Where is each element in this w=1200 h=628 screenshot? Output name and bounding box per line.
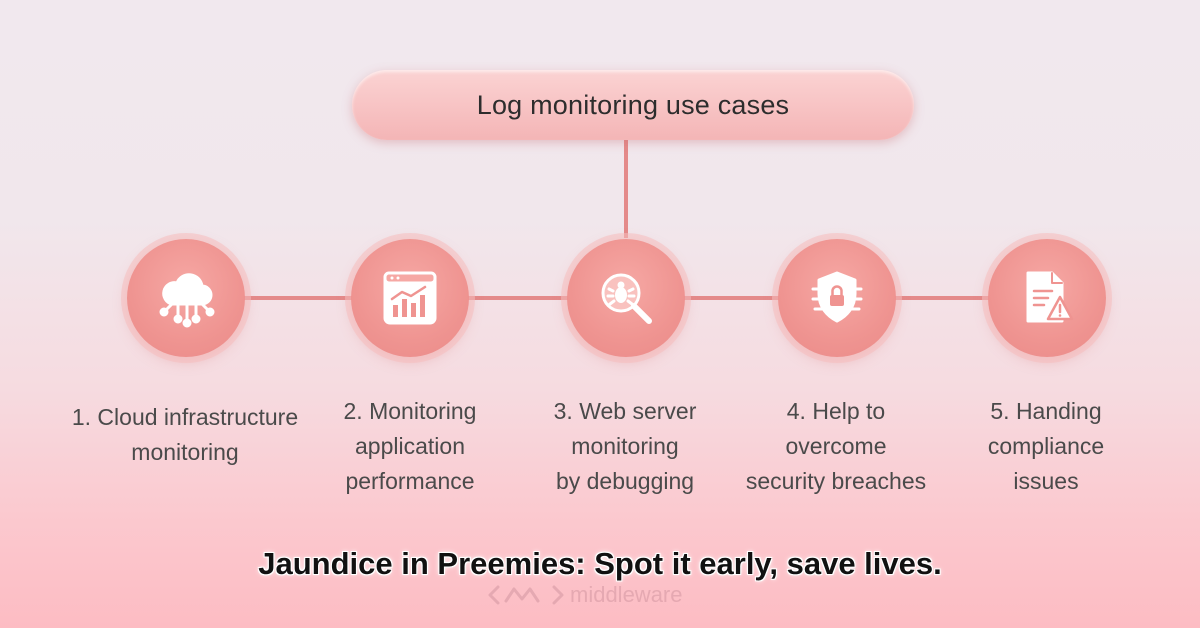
analytics-chart-icon <box>383 271 437 325</box>
middleware-logo-icon <box>488 585 564 605</box>
node-label-3: 3. Web server monitoring by debugging <box>553 398 697 494</box>
diagram-title: Log monitoring use cases <box>352 70 914 140</box>
node-label-1: 1. Cloud infrastructure monitoring <box>71 404 299 465</box>
node-web-server-debugging <box>567 239 685 357</box>
caption-text: Jaundice in Preemies: Spot it early, sav… <box>258 546 942 581</box>
node-cloud-infrastructure <box>127 239 245 357</box>
node-security-breaches <box>778 239 896 357</box>
cloud-network-icon <box>159 273 215 328</box>
node-label-4: 4. Help to overcome security breaches <box>745 398 927 494</box>
document-warning-icon <box>1026 271 1074 323</box>
node-label-5: 5. Handing compliance issues <box>987 398 1105 494</box>
watermark: middleware <box>488 582 683 608</box>
node-compliance-issues <box>988 239 1106 357</box>
watermark-text: middleware <box>570 582 683 607</box>
bug-search-icon <box>601 273 652 324</box>
node-application-performance <box>351 239 469 357</box>
node-label-2: 2. Monitoring application performance <box>343 398 477 494</box>
shield-lock-icon <box>811 271 863 323</box>
